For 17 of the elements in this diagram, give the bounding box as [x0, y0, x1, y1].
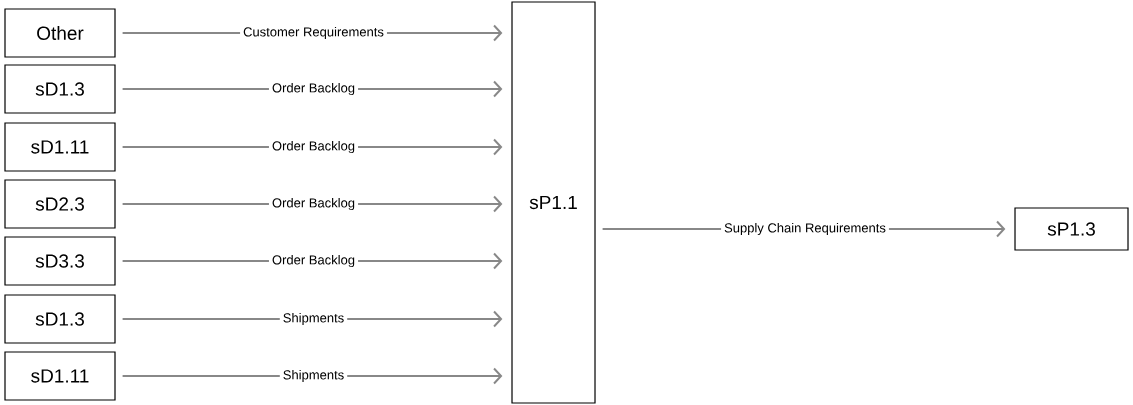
edge-label: Shipments: [279, 368, 348, 384]
process-box: Other: [4, 8, 116, 58]
process-box: sP1.3: [1014, 207, 1129, 251]
process-box: sP1.1: [511, 1, 596, 404]
edge-label: Order Backlog: [268, 139, 359, 155]
edge-label: Order Backlog: [268, 196, 359, 212]
process-box: sD1.3: [4, 64, 116, 114]
process-box: sD1.11: [4, 351, 116, 401]
process-box: sD1.11: [4, 122, 116, 172]
process-box: sD3.3: [4, 236, 116, 286]
edge-label: Order Backlog: [268, 253, 359, 269]
edge-label: Shipments: [279, 311, 348, 327]
edge-label: Order Backlog: [268, 81, 359, 97]
process-box: sD2.3: [4, 179, 116, 229]
edge-label: Customer Requirements: [240, 25, 387, 41]
edge-label: Supply Chain Requirements: [721, 221, 889, 237]
process-box: sD1.3: [4, 294, 116, 344]
